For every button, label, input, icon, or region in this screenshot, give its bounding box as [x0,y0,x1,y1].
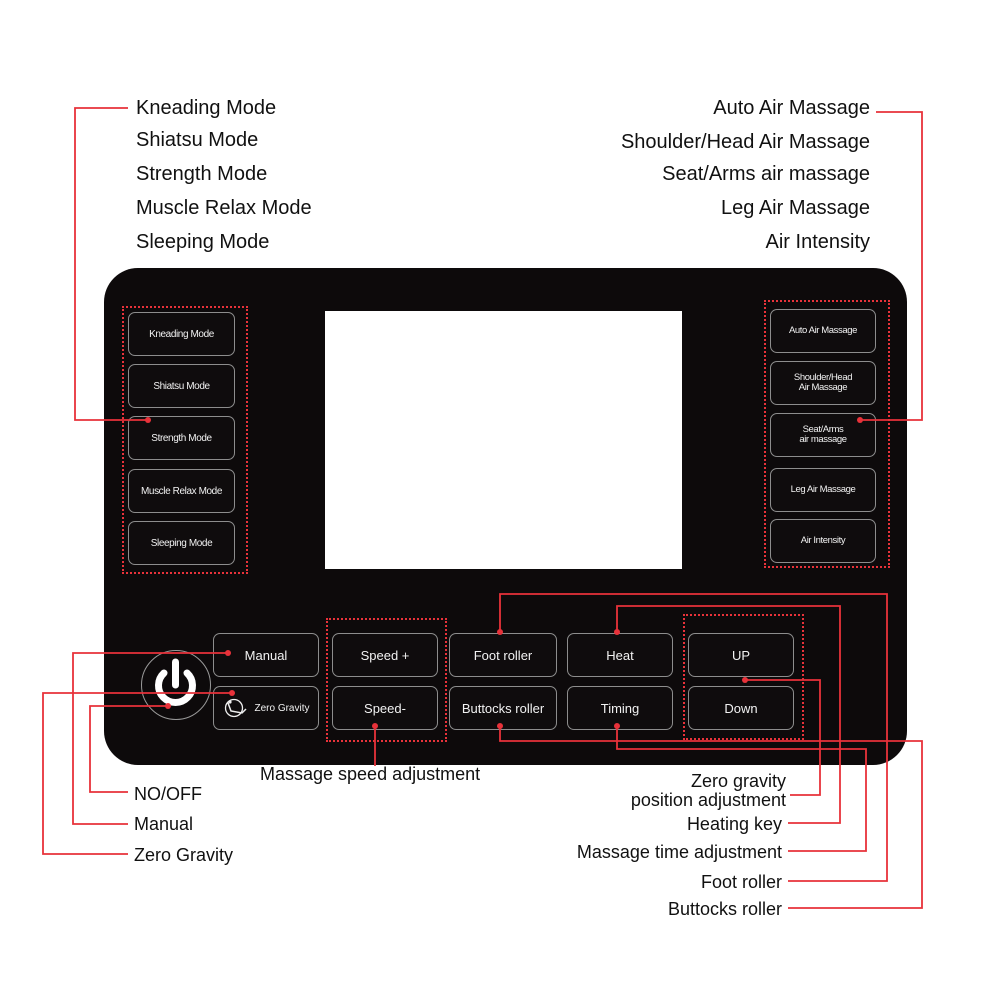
lcd-screen [325,311,682,569]
down-button[interactable]: Down [688,686,794,730]
heat-button[interactable]: Heat [567,633,673,677]
zero-gravity-button[interactable]: Zero Gravity [213,686,319,730]
air-button-group [764,300,890,568]
label-massage-speed-adjustment: Massage speed adjustment [260,764,481,784]
label-heating-key: Heating key [686,814,782,834]
label-sleeping-mode: Sleeping Mode [136,231,270,253]
label-manual: Manual [134,814,194,834]
power-icon [155,658,196,707]
label-foot-roller: Foot roller [700,872,782,892]
label-leg-air-massage: Leg Air Massage [721,197,870,219]
muscle-relax-mode-button[interactable]: Muscle Relax Mode [128,469,235,513]
label-auto-air-massage: Auto Air Massage [713,97,870,119]
shoulder-head-air-massage-button[interactable]: Shoulder/Head Air Massage [770,361,876,405]
label-zero-gravity-line1: Zero gravity [690,771,786,791]
reclining-chair-icon [225,698,248,718]
zero-gravity-label: Zero Gravity [254,702,310,714]
label-muscle-relax-mode: Muscle Relax Mode [136,197,312,219]
foot-roller-button[interactable]: Foot roller [449,633,557,677]
label-zero-gravity: Zero Gravity [134,845,234,865]
speed-minus-button[interactable]: Speed- [332,686,438,730]
air-intensity-button[interactable]: Air Intensity [770,519,876,563]
label-seat-arms-air-massage: Seat/Arms air massage [662,163,870,185]
manual-button[interactable]: Manual [213,633,319,677]
buttocks-roller-button[interactable]: Buttocks roller [449,686,557,730]
speed-plus-button[interactable]: Speed + [332,633,438,677]
label-no-off: NO/OFF [134,784,202,804]
timing-button[interactable]: Timing [567,686,673,730]
label-kneading-mode: Kneading Mode [136,97,277,119]
label-shiatsu-mode: Shiatsu Mode [136,129,259,151]
label-massage-time-adjustment: Massage time adjustment [576,842,782,862]
label-shoulder-head-air-massage: Shoulder/Head Air Massage [620,131,870,153]
shiatsu-mode-button[interactable]: Shiatsu Mode [128,364,235,408]
leg-air-massage-button[interactable]: Leg Air Massage [770,468,876,512]
kneading-mode-button[interactable]: Kneading Mode [128,312,235,356]
auto-air-massage-button[interactable]: Auto Air Massage [770,309,876,353]
mode-button-group [122,306,248,574]
strength-mode-button[interactable]: Strength Mode [128,416,235,460]
label-position-adjustment: position adjustment [630,790,786,810]
label-buttocks-roller: Buttocks roller [667,899,782,919]
seat-arms-air-massage-button[interactable]: Seat/Arms air massage [770,413,876,457]
sleeping-mode-button[interactable]: Sleeping Mode [128,521,235,565]
power-button[interactable] [141,650,211,720]
label-air-intensity: Air Intensity [765,231,870,253]
label-strength-mode: Strength Mode [136,163,268,185]
speed-button-group [326,618,447,742]
up-button[interactable]: UP [688,633,794,677]
